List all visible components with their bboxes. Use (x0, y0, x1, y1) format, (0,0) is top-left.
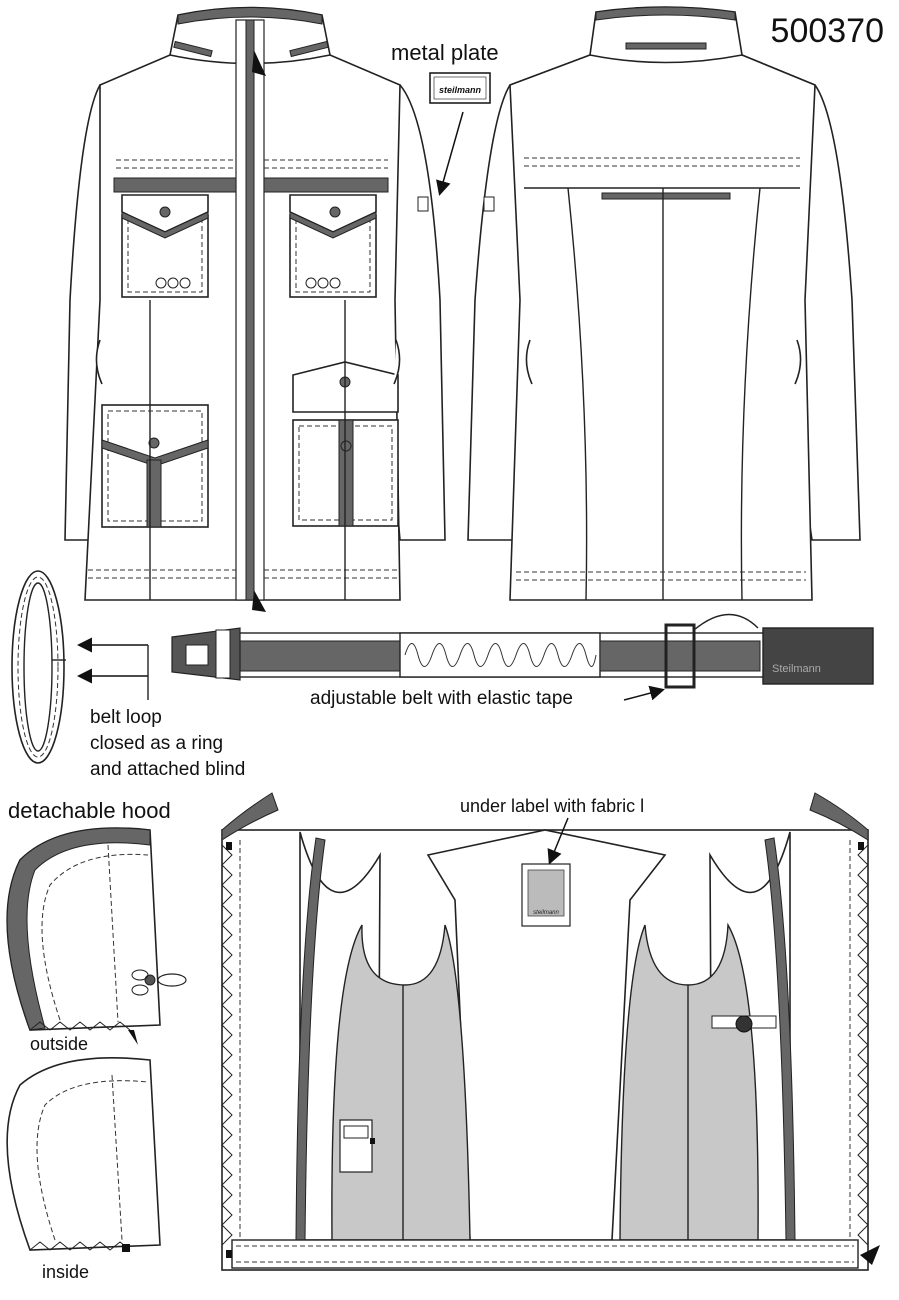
lower-pocket-left (101, 404, 209, 528)
metal-plate-callout: metal plate steilmann (391, 40, 499, 196)
zipper-pull-bottom (252, 590, 266, 612)
collar-tab-right (289, 40, 329, 58)
lining-right (619, 922, 759, 1241)
front-zipper (245, 19, 255, 601)
belt-loop-label-1: belt loop (90, 707, 162, 728)
under-label-brand: steilmann (533, 910, 559, 916)
jacket-inside-view: steilmann under label with fabric l (221, 792, 880, 1271)
chest-pocket-right (289, 194, 377, 298)
plate-brand-text: steilmann (439, 85, 482, 95)
chest-band-left (113, 177, 237, 193)
hood-outside-label: outside (30, 1034, 88, 1054)
inner-pocket (339, 1119, 373, 1173)
belt-buckle-plate (762, 627, 874, 685)
belt-loop-label-2: closed as a ring (90, 733, 223, 754)
belt-slider (664, 623, 696, 689)
jacket-back-view (467, 6, 861, 601)
collar-band (177, 7, 323, 25)
back-tape (601, 192, 731, 200)
under-label-caption: under label with fabric l (460, 796, 644, 816)
hood-inside-label: inside (42, 1262, 89, 1282)
detachable-hood-label: detachable hood (8, 798, 171, 823)
article-number: 500370 (771, 12, 884, 50)
sleeve-metal-plate (417, 196, 429, 212)
elastic-tape (399, 632, 601, 678)
zipper-pull-top (252, 50, 266, 76)
metal-plate-tag (429, 72, 491, 104)
hood-inside (6, 1057, 161, 1251)
detachable-hood-diagram: detachable hood outside inside (6, 798, 187, 1282)
lower-pocket-right (292, 361, 399, 527)
jacket-front-view (64, 6, 446, 612)
belt-brand-text: Steilmann (772, 663, 821, 675)
adjustable-belt-label: adjustable belt with elastic tape (310, 688, 573, 709)
belt-loop-diagram: belt loop closed as a ring and attached … (11, 570, 245, 780)
belt-loop-label-3: and attached blind (90, 759, 245, 780)
adjustable-belt-diagram: Steilmann adjustable belt with elastic t… (171, 613, 874, 709)
chest-band-right (263, 177, 389, 193)
metal-plate-label: metal plate (391, 40, 499, 65)
chest-pocket-left (121, 194, 209, 298)
collar-tab-left (173, 40, 213, 58)
